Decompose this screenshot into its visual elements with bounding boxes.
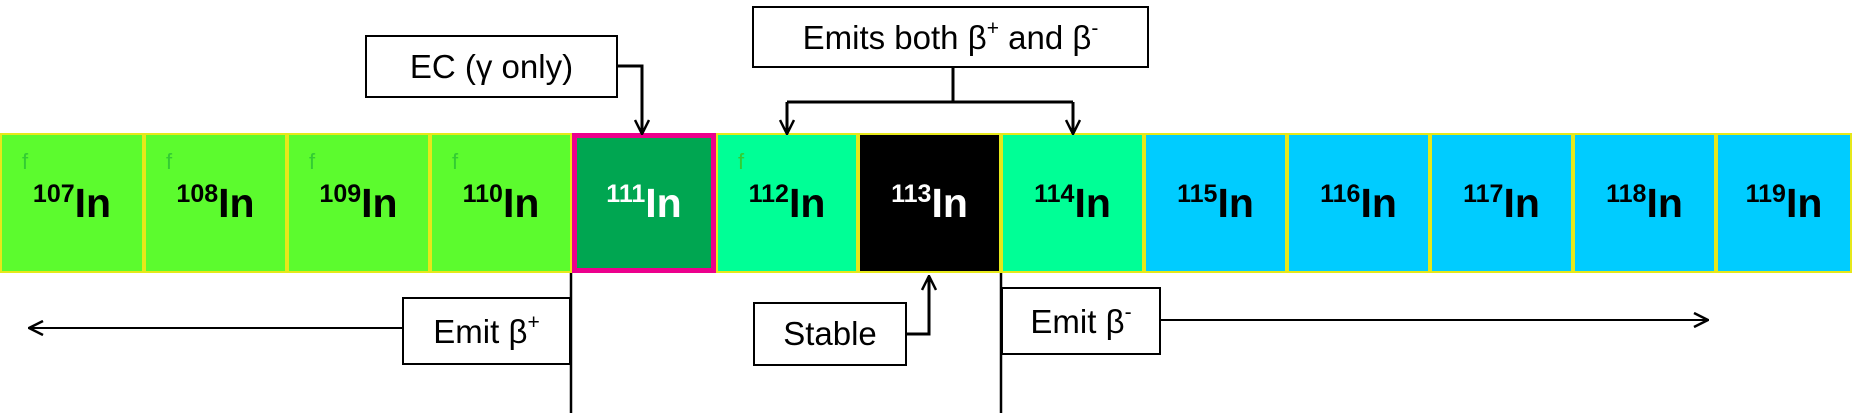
emit-beta-plus-label: Emit β+ [433,311,540,350]
element-symbol: In [1360,180,1397,226]
mass-number: 111 [606,180,646,208]
mass-number: 119 [1745,180,1786,208]
isotope-cell-114: 114In [1001,133,1144,273]
emit-beta-plus-box: Emit β+ [402,297,571,365]
isotope-cell-117: 117In [1430,133,1573,273]
isotope-symbol: 110In [463,182,540,224]
stable-arrow [907,277,929,336]
isotope-marker: f [452,149,459,174]
isotope-cell-113: 113In [858,133,1001,273]
isotope-marker: f [309,149,316,174]
isotope-symbol: 113In [891,182,968,224]
isotope-symbol: 114In [1034,182,1111,224]
isotope-symbol: 119In [1746,182,1823,224]
element-symbol: In [502,180,540,226]
isotope-marker: f [166,149,173,174]
mass-number: 110 [462,180,503,208]
stable-label: Stable [783,315,877,352]
element-symbol: In [645,180,682,226]
element-symbol: In [1074,180,1111,226]
isotope-cell-119: 119In [1716,133,1852,273]
mass-number: 118 [1606,180,1647,208]
mass-number: 108 [176,180,219,208]
mass-number: 113 [891,180,932,208]
mass-number: 114 [1034,180,1075,208]
element-symbol: In [1785,180,1823,226]
element-symbol: In [218,180,255,226]
isotope-symbol: 109In [319,182,397,224]
element-symbol: In [788,180,826,226]
isotope-symbol: 112In [749,182,826,224]
element-symbol: In [1217,180,1254,226]
isotope-cell-111: 111In [572,133,716,273]
mass-number: 115 [1177,180,1218,208]
isotope-symbol: 117In [1463,182,1540,224]
isotope-symbol: 108In [176,182,254,224]
emit-beta-minus-label: Emit β- [1030,301,1132,340]
mass-number: 112 [748,180,789,208]
isotope-symbol: 111In [606,182,681,224]
isotope-symbol: 115In [1177,182,1254,224]
mass-number: 116 [1320,180,1361,208]
ec-label-box: EC (γ only) [365,35,618,98]
emits-both-label-box: Emits both β+ and β- [752,6,1149,68]
element-symbol: In [1503,180,1540,226]
isotope-cell-116: 116In [1287,133,1430,273]
ec-label: EC (γ only) [409,47,574,85]
element-symbol: In [1646,180,1683,226]
emits-both-label: Emits both β+ and β- [802,17,1099,56]
mass-number: 109 [319,180,362,208]
isotope-marker: f [738,149,745,174]
element-symbol: In [931,180,968,226]
isotope-symbol: 107In [33,182,111,224]
ec-arrow [618,64,642,133]
mass-number: 117 [1463,180,1504,208]
isotope-cell-118: 118In [1573,133,1716,273]
isotope-symbol: 116In [1320,182,1397,224]
element-symbol: In [361,180,398,226]
element-symbol: In [74,180,112,226]
isotope-cell-115: 115In [1144,133,1287,273]
isotope-marker: f [22,149,29,174]
emit-beta-minus-box: Emit β- [1001,287,1161,355]
mass-number: 107 [32,180,75,208]
isotope-symbol: 118In [1606,182,1683,224]
stable-label-box: Stable [753,302,907,366]
